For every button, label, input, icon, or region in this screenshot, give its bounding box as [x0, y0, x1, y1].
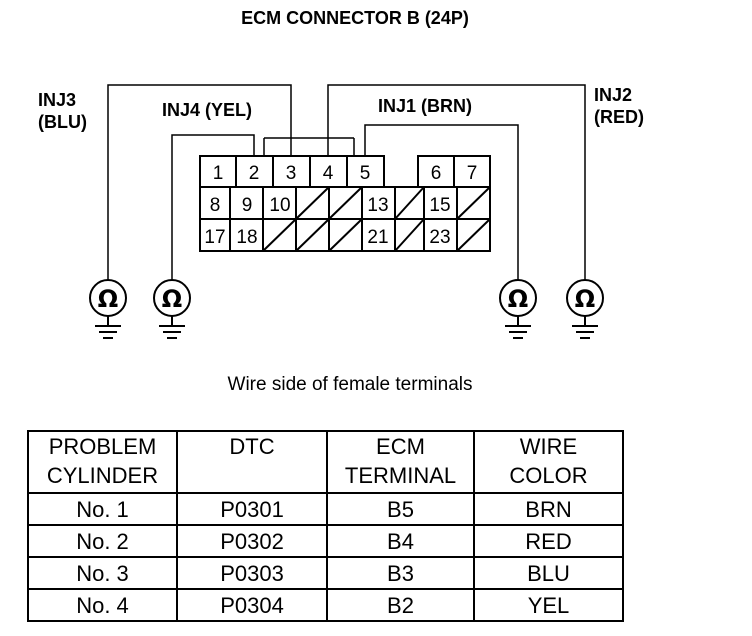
- ohmmeter-inj1: Ω: [499, 279, 537, 339]
- dtc-table: PROBLEM CYLINDER DTC ECM TERMINAL WIRE COLO…: [27, 430, 624, 622]
- ohmmeter-inj2: Ω: [566, 279, 604, 339]
- empty-cavity-slash: [328, 218, 363, 252]
- table-cell: B2: [326, 588, 475, 622]
- empty-cavity-slash: [456, 218, 491, 252]
- table-cell: No. 1: [27, 492, 178, 526]
- pin-label: 17: [204, 227, 225, 248]
- header-dtc: DTC: [176, 430, 328, 494]
- header-text: TERMINAL: [344, 463, 457, 488]
- inj2-color-label: (RED): [594, 107, 644, 127]
- ground-icon: [505, 316, 531, 339]
- header-text: PROBLEM: [48, 434, 157, 459]
- pin-label: 3: [286, 163, 297, 184]
- table-cell: B3: [326, 556, 475, 590]
- header-problem-cylinder: PROBLEM CYLINDER: [27, 430, 178, 494]
- table-cell: No. 2: [27, 524, 178, 558]
- table-cell: P0302: [176, 524, 328, 558]
- pin-label: 13: [367, 195, 388, 216]
- table-cell: B4: [326, 524, 475, 558]
- header-text: ECM: [376, 434, 425, 459]
- header-wire-color: WIRE COLOR: [473, 430, 624, 494]
- wire-inj4: [171, 134, 255, 280]
- table-cell: BLU: [473, 556, 624, 590]
- header-text: WIRE: [519, 434, 578, 459]
- empty-cavity-slash: [262, 218, 297, 252]
- header-text: COLOR: [509, 463, 588, 488]
- pin-label: 8: [210, 195, 221, 216]
- wire-inj2: [327, 84, 586, 280]
- pin-label: 21: [367, 227, 388, 248]
- pin-numbers: 1 2 3 4 5 6 7 8 9 10 13 15 17 18 21 23: [204, 163, 477, 248]
- pin-label: 9: [242, 195, 253, 216]
- pin-label: 10: [269, 195, 290, 216]
- pin-label: 23: [429, 227, 450, 248]
- inj2-label: INJ2: [594, 85, 632, 105]
- empty-cavity-slash: [456, 186, 491, 220]
- wire-inj1: [364, 124, 519, 280]
- diagram-caption: Wire side of female terminals: [228, 374, 473, 395]
- table-row: No. 2 P0302 B4 RED: [27, 524, 624, 558]
- pin-label: 4: [323, 163, 334, 184]
- table-cell: YEL: [473, 588, 624, 622]
- table-row: No. 1 P0301 B5 BRN: [27, 492, 624, 526]
- ground-icon: [159, 316, 185, 339]
- empty-cavity-slash: [295, 218, 330, 252]
- pin-label: 15: [429, 195, 450, 216]
- inj3-label: INJ3: [38, 90, 76, 110]
- table-cell: No. 4: [27, 588, 178, 622]
- empty-cavity-slash: [394, 218, 425, 252]
- inj4-label: INJ4 (YEL): [162, 100, 252, 120]
- table-cell: RED: [473, 524, 624, 558]
- ground-icon: [572, 316, 598, 339]
- table-cell: P0303: [176, 556, 328, 590]
- table-cell: BRN: [473, 492, 624, 526]
- table-cell: B5: [326, 492, 475, 526]
- ohmmeter-inj4: Ω: [153, 279, 191, 339]
- table-cell: P0304: [176, 588, 328, 622]
- table-cell: No. 3: [27, 556, 178, 590]
- empty-cavity-slash: [295, 186, 330, 220]
- ohmmeter-inj3: Ω: [89, 279, 127, 339]
- table-header-row: PROBLEM CYLINDER DTC ECM TERMINAL WIRE COLO…: [27, 430, 624, 494]
- table-row: No. 4 P0304 B2 YEL: [27, 588, 624, 622]
- ohm-icon: Ω: [508, 285, 528, 313]
- empty-cavity-slash: [394, 186, 425, 220]
- pin-label: 2: [249, 163, 260, 184]
- pin-label: 6: [431, 163, 442, 184]
- table-cell: P0301: [176, 492, 328, 526]
- wire-inj3: [107, 84, 292, 280]
- empty-cavity-slash: [328, 186, 363, 220]
- inj3-color-label: (BLU): [38, 112, 87, 132]
- ohm-icon: Ω: [575, 285, 595, 313]
- wires: [107, 84, 586, 280]
- pin-label: 1: [213, 163, 224, 184]
- header-ecm-terminal: ECM TERMINAL: [326, 430, 475, 494]
- connector-b: [199, 155, 491, 252]
- pin-label: 18: [236, 227, 257, 248]
- header-text: DTC: [229, 434, 275, 459]
- ohm-icon: Ω: [98, 285, 118, 313]
- inj1-label: INJ1 (BRN): [378, 96, 472, 116]
- pin-label: 7: [467, 163, 478, 184]
- pin-label: 5: [360, 163, 371, 184]
- table-row: No. 3 P0303 B3 BLU: [27, 556, 624, 590]
- ground-icon: [95, 316, 121, 339]
- ohm-icon: Ω: [162, 285, 182, 313]
- diagram-title: ECM CONNECTOR B (24P): [241, 8, 469, 28]
- header-text: CYLINDER: [46, 463, 159, 488]
